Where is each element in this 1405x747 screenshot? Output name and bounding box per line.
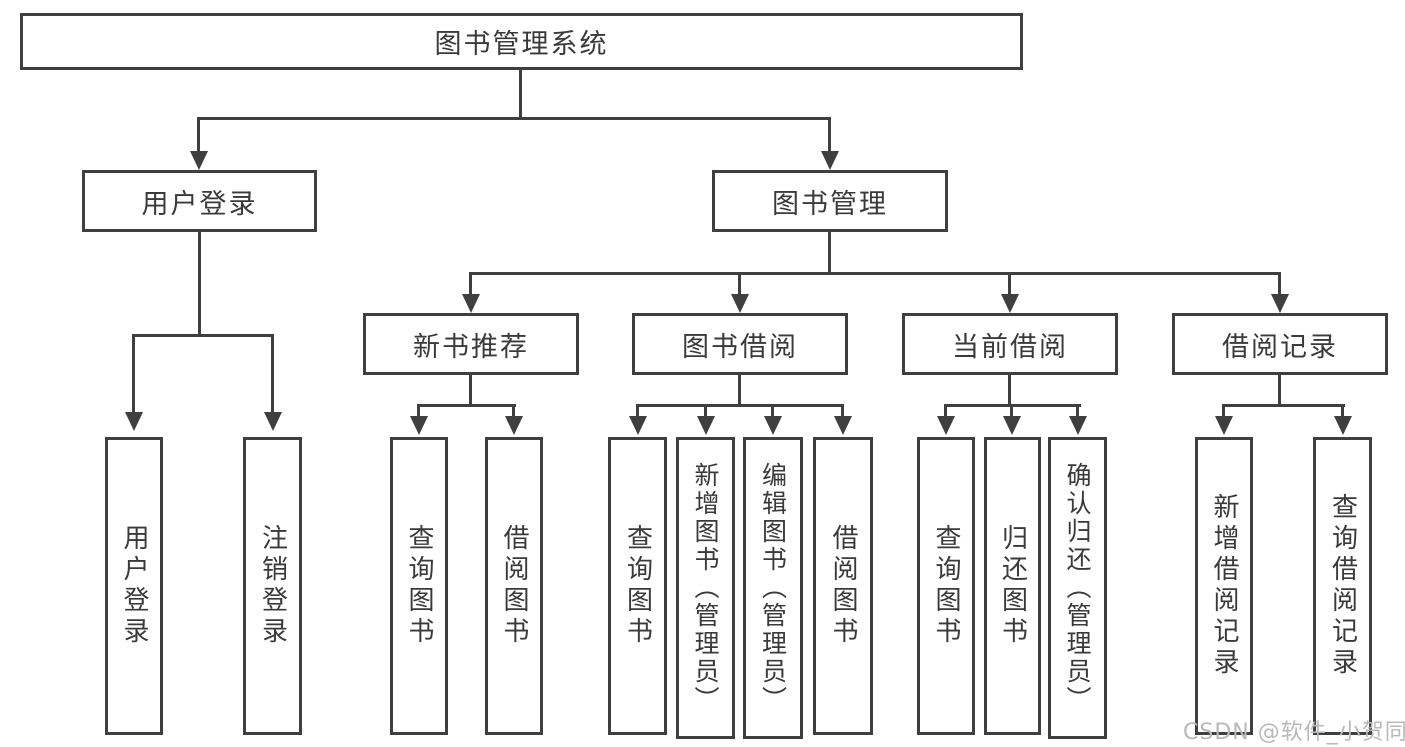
connector-currentborrow-drop xyxy=(1008,375,1011,407)
connector-user-left-stub xyxy=(132,334,135,412)
connector-root-drop xyxy=(519,70,522,118)
connector-l3-stub-bookborrow xyxy=(738,272,741,296)
connector-newbook-stub2 xyxy=(512,404,515,417)
connector-bookborrow-stub1 xyxy=(636,404,639,417)
connector-l3-bar xyxy=(469,272,1281,275)
connector-borrowrecord-drop xyxy=(1278,375,1281,407)
leaf-query-book-newbook: 查询图书 xyxy=(390,437,448,735)
connector-newbook-drop xyxy=(469,375,472,407)
arrow-confirm-return xyxy=(1069,416,1087,435)
arrow-add-book xyxy=(697,416,715,435)
connector-l3-stub-newbook xyxy=(469,272,472,296)
leaf-borrow-book-borrow: 借阅图书 xyxy=(813,437,873,735)
connector-borrowrecord-bar xyxy=(1222,404,1345,407)
arrow-current-borrow xyxy=(1001,294,1019,313)
connector-mgmt-drop xyxy=(828,232,831,274)
connector-newbook-stub1 xyxy=(417,404,420,417)
node-borrow-record: 借阅记录 xyxy=(1172,313,1388,375)
connector-user-right-stub xyxy=(271,334,274,412)
arrow-query-book-borrow xyxy=(629,416,647,435)
node-book-borrow: 图书借阅 xyxy=(632,313,848,375)
arrow-query-book-newbook xyxy=(410,416,428,435)
arrow-return-book xyxy=(1003,416,1021,435)
arrow-leaf-user-login xyxy=(125,412,143,431)
connector-currentborrow-stub1 xyxy=(944,404,947,417)
arrow-query-borrow-record xyxy=(1334,416,1352,435)
arrow-book-mgmt xyxy=(821,151,839,170)
leaf-confirm-return-admin: 确认归还（管理员） xyxy=(1048,437,1107,739)
leaf-query-book-current: 查询图书 xyxy=(917,437,975,735)
connector-currentborrow-stub3 xyxy=(1076,404,1079,417)
leaf-return-book: 归还图书 xyxy=(984,437,1041,735)
connector-borrowrecord-stub2 xyxy=(1341,404,1344,417)
connector-currentborrow-stub2 xyxy=(1010,404,1013,417)
arrow-borrow-book-borrow xyxy=(834,416,852,435)
connector-l2-left-stub xyxy=(197,117,200,153)
node-new-book-rec: 新书推荐 xyxy=(363,313,579,375)
arrow-user-login xyxy=(190,151,208,170)
arrow-query-book-current xyxy=(937,416,955,435)
connector-bookborrow-stub3 xyxy=(771,404,774,417)
leaf-query-book-borrow: 查询图书 xyxy=(608,437,667,735)
node-book-mgmt: 图书管理 xyxy=(712,170,948,232)
connector-bookborrow-stub2 xyxy=(704,404,707,417)
node-current-borrow: 当前借阅 xyxy=(902,313,1118,375)
leaf-user-login: 用户登录 xyxy=(105,437,163,735)
arrow-add-borrow-record xyxy=(1215,416,1233,435)
arrow-leaf-logout xyxy=(264,412,282,431)
leaf-add-book-admin: 新增图书（管理员） xyxy=(676,437,735,739)
leaf-borrow-book-newbook: 借阅图书 xyxy=(485,437,543,735)
arrow-book-borrow xyxy=(731,294,749,313)
leaf-logout: 注销登录 xyxy=(243,437,302,735)
arrow-new-book-rec xyxy=(462,294,480,313)
connector-l2-bar xyxy=(197,117,831,120)
connector-l3-stub-currentborrow xyxy=(1008,272,1011,296)
connector-l3-stub-borrowrecord xyxy=(1278,272,1281,296)
node-root: 图书管理系统 xyxy=(20,13,1023,70)
csdn-watermark: CSDN @软件_小贺同学 xyxy=(1183,720,1405,745)
connector-newbook-bar xyxy=(417,404,516,407)
arrow-edit-book xyxy=(764,416,782,435)
leaf-edit-book-admin: 编辑图书（管理员） xyxy=(743,437,803,739)
connector-bookborrow-stub4 xyxy=(841,404,844,417)
arrow-borrow-book-newbook xyxy=(505,416,523,435)
node-user-login: 用户登录 xyxy=(82,170,317,232)
connector-user-bar xyxy=(132,334,274,337)
connector-l2-right-stub xyxy=(828,117,831,153)
connector-user-drop xyxy=(198,232,201,335)
connector-borrowrecord-stub1 xyxy=(1222,404,1225,417)
leaf-query-borrow-record: 查询借阅记录 xyxy=(1313,437,1372,735)
connector-bookborrow-drop xyxy=(738,375,741,407)
connector-bookborrow-bar xyxy=(636,404,844,407)
arrow-borrow-record xyxy=(1271,294,1289,313)
leaf-add-borrow-record: 新增借阅记录 xyxy=(1195,437,1253,735)
